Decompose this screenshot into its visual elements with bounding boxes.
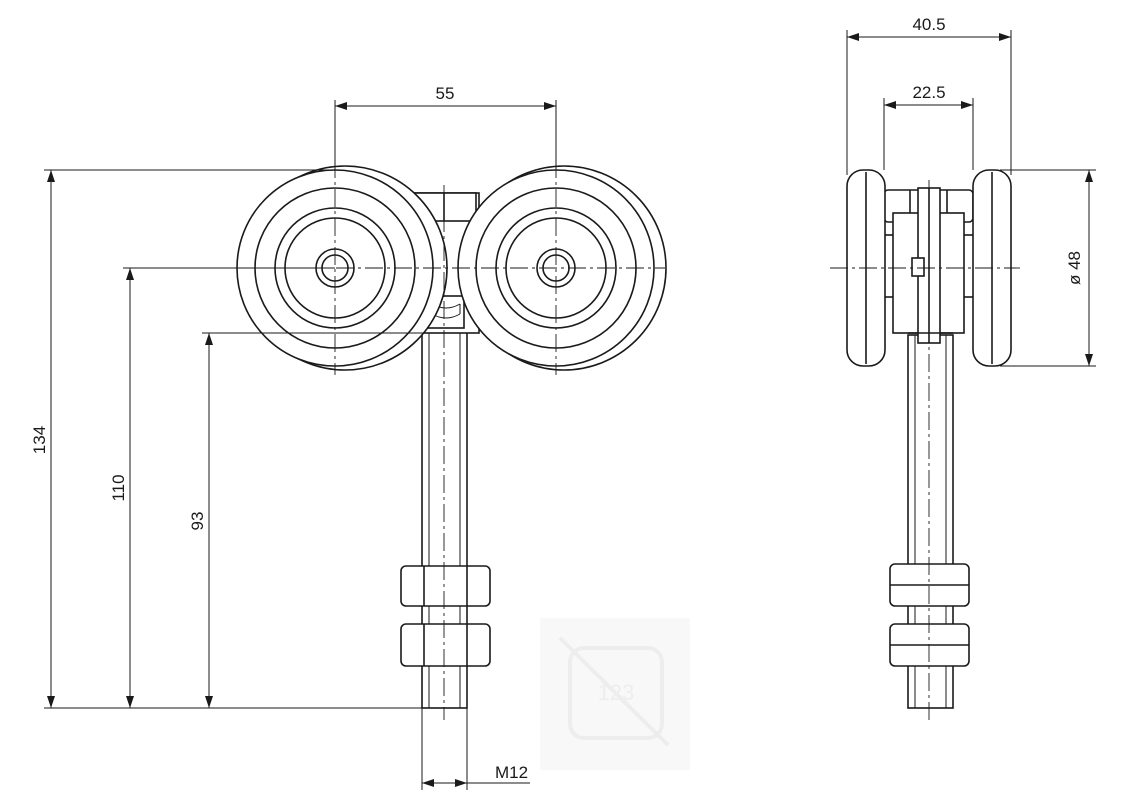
- front-dimensions: 55 134 110 93 M12: [30, 84, 557, 790]
- front-view: [220, 160, 667, 720]
- dim-wheel-spacing: 55: [436, 84, 455, 103]
- watermark-text: 123: [598, 680, 635, 705]
- dim-overall-width: 40.5: [912, 15, 945, 34]
- side-body: [881, 187, 976, 344]
- dim-wheel-width: 22.5: [912, 83, 945, 102]
- nut-lower: [400, 623, 491, 667]
- dim-thread: M12: [495, 763, 528, 782]
- nut-upper: [400, 565, 491, 607]
- dim-axle-height: 110: [109, 474, 128, 501]
- dim-body-height: 93: [188, 512, 207, 531]
- side-view: [830, 169, 1020, 720]
- dim-wheel-diameter: ø 48: [1065, 251, 1084, 285]
- side-nut-lower: [889, 623, 970, 667]
- watermark-logo: 123: [540, 618, 690, 770]
- side-nut-upper: [889, 563, 970, 607]
- side-dimensions: 40.5 22.5 ø 48: [846, 15, 1096, 367]
- dim-overall-height: 134: [30, 426, 49, 454]
